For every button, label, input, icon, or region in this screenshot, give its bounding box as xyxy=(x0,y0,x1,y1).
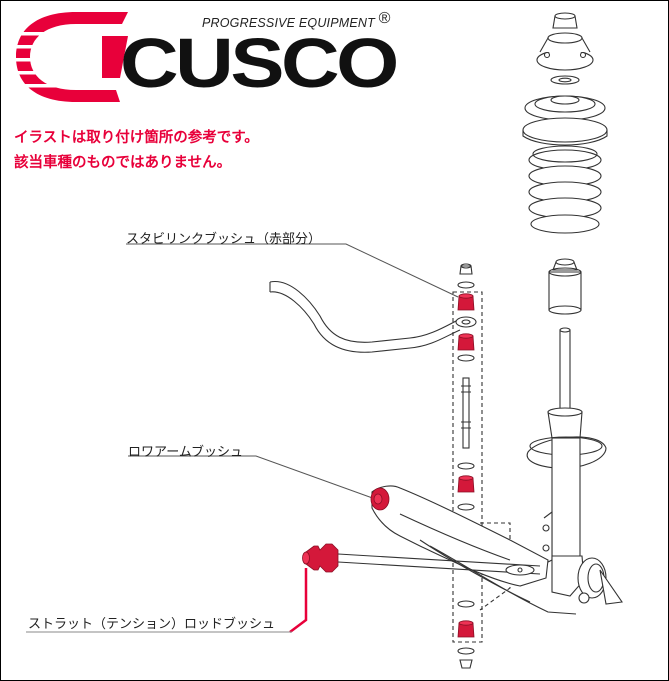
stabilizer-bar xyxy=(269,281,461,353)
reference-note-line-1: イラストは取り付け箇所の参考です。 xyxy=(14,130,259,146)
stabilizer-link-stack xyxy=(452,263,483,669)
strut-rod xyxy=(337,553,541,576)
brand-wordmark: CUSCO xyxy=(120,24,399,102)
brand-tagline: PROGRESSIVE EQUIPMENT ® xyxy=(202,10,391,30)
callout-lower-arm-bush: ロワアームブッシュ xyxy=(128,445,244,460)
callout-stabilizer-link-bush: スタビリンクブッシュ（赤部分） xyxy=(126,232,322,247)
callout-strut-rod-bush: ストラット（テンション）ロッドブッシュ xyxy=(28,617,276,632)
strut-assembly xyxy=(522,12,623,605)
reference-note-line-2: 該当車種のものではありません。 xyxy=(14,155,232,171)
cusco-emblem-logo xyxy=(16,12,128,102)
registered-mark: ® xyxy=(378,10,391,27)
brand-logo: CUSCO xyxy=(120,24,399,102)
lower-arm xyxy=(371,485,577,615)
tagline-text: PROGRESSIVE EQUIPMENT xyxy=(202,16,375,30)
